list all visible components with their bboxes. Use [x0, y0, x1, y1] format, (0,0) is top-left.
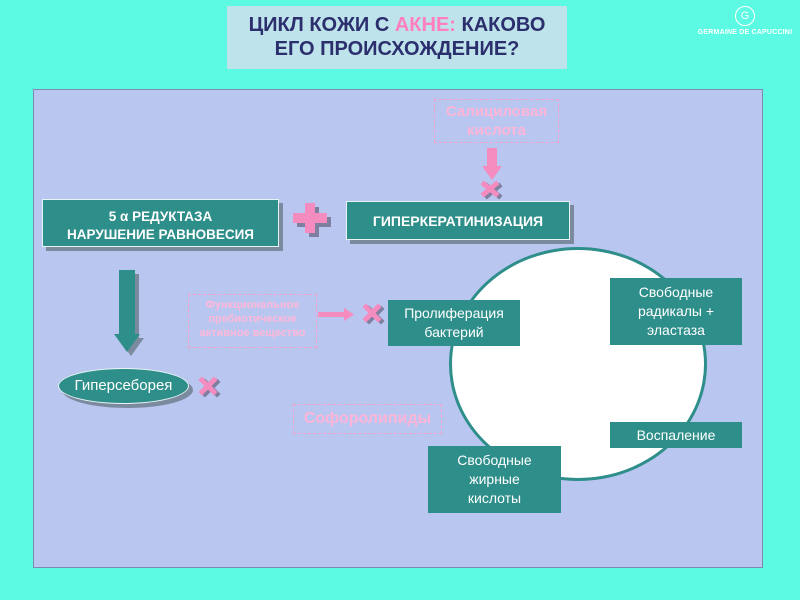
brand-logo: G GERMAINE DE CAPUCCINI: [690, 6, 800, 46]
radicals-line-3: эластаза: [647, 322, 705, 338]
slide-title: ЦИКЛ КОЖИ С АКНЕ: КАКОВО ЕГО ПРОИСХОЖДЕН…: [227, 6, 567, 69]
bacteria-proliferation-box: Пролиферация бактерий: [388, 300, 520, 346]
title-line-2: ЕГО ПРОИСХОЖДЕНИЕ?: [274, 38, 520, 60]
salicylic-acid-label: Салициловая кислота: [434, 99, 559, 143]
fatty-line-2: жирные: [469, 471, 520, 487]
prebiotic-line-3: активное вещество: [199, 327, 306, 339]
radicals-line-2: радикалы +: [637, 303, 715, 319]
prebiotic-line-2: пребиотическое: [208, 313, 297, 325]
logo-text: GERMAINE DE CAPUCCINI: [697, 29, 793, 36]
title-text-part2: КАКОВО: [455, 14, 546, 36]
salicylic-line-2: кислота: [467, 122, 526, 139]
plus-icon: [293, 203, 331, 237]
proliferation-line-1: Пролиферация: [404, 305, 504, 321]
hyperkeratinization-box: ГИПЕРКЕРАТИНИЗАЦИЯ: [346, 201, 570, 240]
radicals-line-1: Свободные: [638, 284, 714, 300]
proliferation-line-2: бактерий: [424, 324, 484, 340]
hyperseborrhea-ellipse: Гиперсеборея: [58, 368, 189, 404]
free-fatty-acids-box: Свободные жирные кислоты: [428, 446, 561, 513]
fatty-line-1: Свободные: [457, 452, 532, 468]
title-text-part1: ЦИКЛ КОЖИ С: [248, 14, 395, 36]
prebiotic-line-1: Функциональное: [205, 299, 300, 311]
arrow-right-icon: [318, 308, 354, 321]
reductase-line-2: НАРУШЕНИЕ РАВНОВЕСИЯ: [67, 227, 254, 242]
logo-mark-icon: G: [735, 6, 755, 26]
reductase-box: 5 α РЕДУКТАЗА НАРУШЕНИЕ РАВНОВЕСИЯ: [42, 199, 279, 247]
salicylic-line-1: Салициловая: [445, 103, 548, 120]
prebiotic-active-label: Функциональное пребиотическое активное в…: [188, 294, 317, 348]
arrow-down-icon: [114, 270, 144, 356]
title-line-1: ЦИКЛ КОЖИ С АКНЕ: КАКОВО: [227, 13, 567, 37]
x-icon: [198, 376, 221, 398]
x-icon: [362, 303, 385, 325]
inflammation-box: Воспаление: [610, 422, 742, 448]
arrow-down-icon: [482, 148, 502, 180]
title-accent-acne: АКНЕ:: [394, 14, 456, 36]
sophorolipids-label: Софоролипиды: [293, 404, 442, 434]
reductase-line-1: 5 α РЕДУКТАЗА: [108, 209, 213, 224]
free-radicals-box: Свободные радикалы + эластаза: [610, 278, 742, 345]
x-icon: [480, 180, 503, 200]
fatty-line-3: кислоты: [467, 490, 522, 506]
